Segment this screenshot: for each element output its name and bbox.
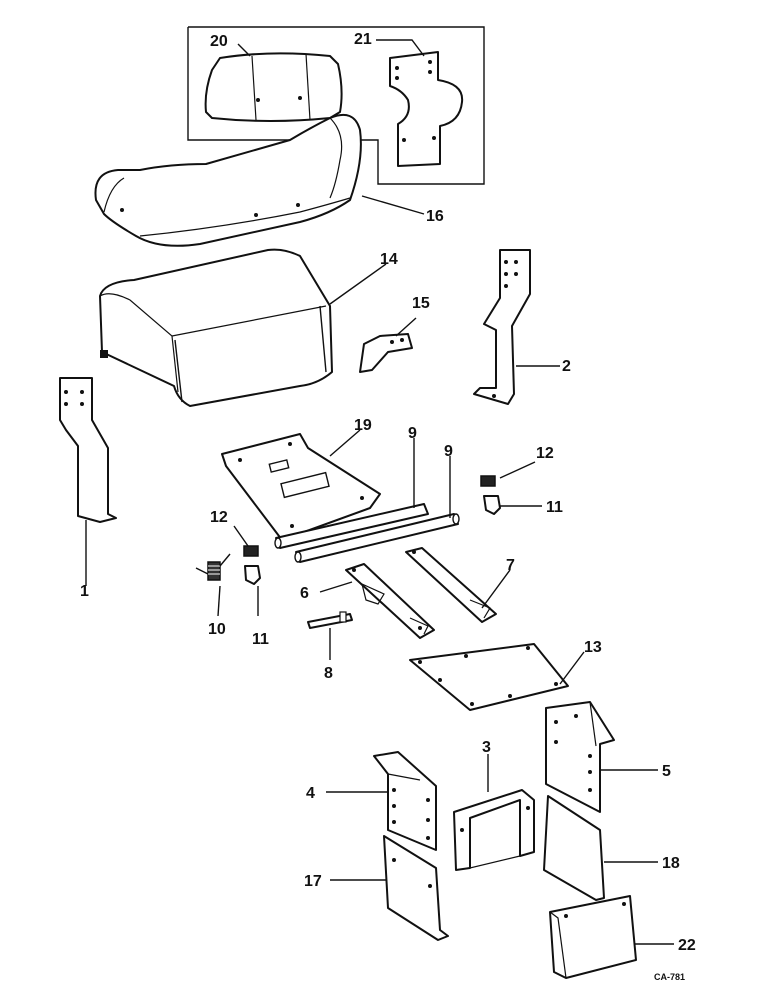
- part-9-rod-lower: [294, 513, 460, 563]
- part-15-bracket: [359, 333, 413, 373]
- callout-22: 22: [678, 937, 696, 954]
- part-21-back-bracket: [389, 51, 464, 167]
- callout-20: 20: [210, 33, 228, 50]
- part-3-center-channel: [453, 789, 535, 871]
- part-12-pad-right: [480, 475, 496, 487]
- part-18-right-plate: [543, 795, 605, 901]
- callout-9-lower: 9: [444, 443, 453, 460]
- part-10-spring: [195, 553, 231, 581]
- callout-9-upper: 9: [408, 425, 417, 442]
- part-20-back-cushion: [204, 52, 343, 122]
- part-1-left-support: [59, 377, 117, 523]
- callout-16: 16: [426, 208, 444, 225]
- part-4-left-riser: [373, 751, 437, 851]
- part-14-seat-cushion: [99, 248, 333, 407]
- part-2-right-support: [473, 249, 531, 405]
- callout-2: 2: [562, 358, 571, 375]
- callout-19: 19: [354, 417, 372, 434]
- callout-17: 17: [304, 873, 322, 890]
- callout-13: 13: [584, 639, 602, 656]
- leader-lines: [85, 39, 674, 945]
- part-5-right-riser: [545, 701, 615, 813]
- callout-21: 21: [354, 31, 372, 48]
- callout-12-left: 12: [210, 509, 228, 526]
- callout-7: 7: [506, 557, 515, 574]
- callout-6: 6: [300, 585, 309, 602]
- callout-labels: 20 21 16 14 15 2 19 9 9 12 11 12 1 10 11…: [80, 31, 696, 982]
- part-16-backrest: [94, 114, 362, 247]
- callout-11-right: 11: [546, 499, 563, 516]
- part-17-left-plate: [383, 835, 449, 941]
- drawing-code: CA-781: [654, 972, 685, 982]
- part-13-mount-plate: [409, 643, 569, 711]
- callout-1: 1: [80, 583, 89, 600]
- part-7-slide-rail: [405, 547, 497, 623]
- callout-10: 10: [208, 621, 226, 638]
- part-11-clip-left: [244, 565, 261, 585]
- part-19-seat-plate: [221, 433, 381, 541]
- callout-15: 15: [412, 295, 430, 312]
- callout-5: 5: [662, 763, 671, 780]
- part-8-pin: [307, 611, 353, 629]
- part-12-pad-left: [243, 545, 259, 557]
- callout-11-left: 11: [252, 631, 269, 648]
- part-11-clip-right: [483, 495, 501, 515]
- callout-3: 3: [482, 739, 491, 756]
- callout-8: 8: [324, 665, 333, 682]
- callout-18: 18: [662, 855, 680, 872]
- part-6-slide-rail: [345, 563, 435, 639]
- part-22-cover-plate: [549, 895, 637, 979]
- callout-4: 4: [306, 785, 315, 802]
- inset-box: [187, 26, 485, 185]
- callout-14: 14: [380, 251, 398, 268]
- part-9-rod-upper: [274, 503, 429, 549]
- callout-12-right: 12: [536, 445, 554, 462]
